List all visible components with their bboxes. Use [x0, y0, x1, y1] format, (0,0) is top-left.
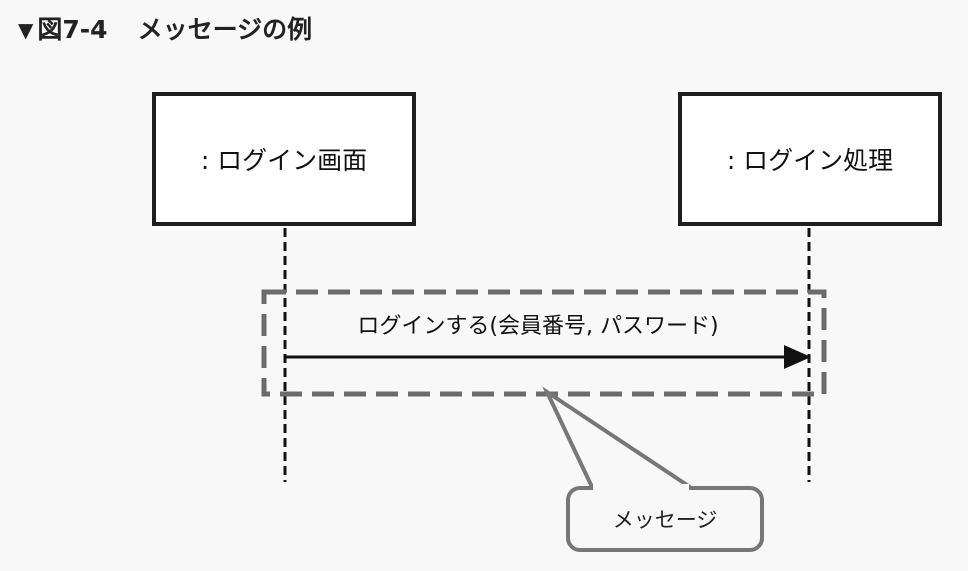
- object-login-screen: : ログイン画面: [152, 92, 416, 226]
- callout-joint: [593, 484, 689, 492]
- object-login-screen-label: : ログイン画面: [200, 146, 368, 175]
- object-login-process: : ログイン処理: [678, 92, 942, 226]
- figure-caption: メッセージの例: [137, 15, 313, 44]
- figure-number: 図7-4: [37, 15, 108, 44]
- message-label: ログインする(会員番号, パスワード): [357, 314, 719, 339]
- message-highlight-frame: [261, 289, 827, 397]
- callout-label: メッセージ: [612, 508, 718, 532]
- callout-pointer: [542, 386, 692, 489]
- message-arrowhead-icon: [784, 345, 811, 369]
- triangle-marker-icon: ▼: [18, 18, 34, 42]
- figure-title: ▼ 図7-4 メッセージの例: [18, 12, 312, 48]
- object-login-process-label: : ログイン処理: [726, 146, 894, 175]
